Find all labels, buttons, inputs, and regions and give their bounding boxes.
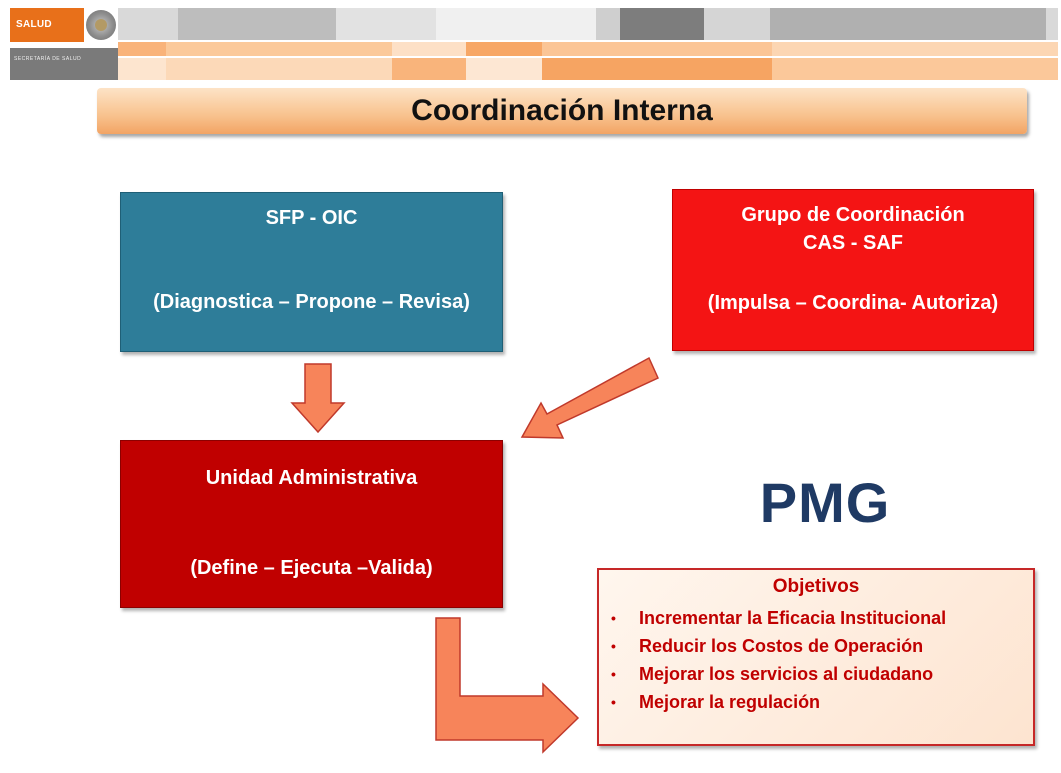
objetivo-text: Mejorar la regulación — [639, 692, 821, 712]
header-strip-orange — [392, 58, 466, 80]
header-strip-gray — [596, 8, 620, 40]
bullet-icon: • — [611, 694, 616, 710]
header-strip-orange — [542, 42, 772, 56]
objetivos-title: Objetivos — [772, 576, 860, 597]
header-strip-gray — [770, 8, 1046, 40]
unidad-administrativa-box: Unidad Administrativa (Define – Ejecuta … — [120, 440, 503, 608]
header-strip-orange — [466, 42, 542, 56]
unidad-administrativa-roles: (Define – Ejecuta –Valida) — [190, 557, 433, 579]
grupo-coordinacion-box: Grupo de Coordinación CAS - SAF (Impulsa… — [672, 189, 1034, 351]
secretaria-block: SECRETARÍA DE SALUD — [10, 48, 118, 80]
header-strip-orange — [392, 42, 466, 56]
list-item: • Reducir los Costos de Operación — [607, 632, 946, 660]
header-strip-orange — [118, 58, 166, 80]
arrow-elbow-icon — [435, 617, 580, 754]
list-item: • Incrementar la Eficacia Institucional — [607, 604, 946, 632]
objetivo-text: Reducir los Costos de Operación — [639, 636, 924, 656]
header-strip-gray — [704, 8, 770, 40]
list-item: • Mejorar la regulación — [607, 688, 946, 716]
grupo-coordinacion-subtitle: CAS - SAF — [803, 232, 903, 254]
header-strip-gray — [1046, 8, 1058, 40]
header-strip-gray — [336, 8, 436, 40]
grupo-coordinacion-roles: (Impulsa – Coordina- Autoriza) — [707, 292, 999, 314]
header-strip-orange — [466, 58, 542, 80]
secretaria-text: SECRETARÍA DE SALUD — [14, 56, 82, 62]
objetivo-text: Mejorar los servicios al ciudadano — [639, 664, 934, 684]
arrow-diagonal-icon — [520, 356, 659, 439]
header-strip-orange — [166, 58, 392, 80]
header-strip-orange — [542, 58, 772, 80]
sfp-oic-box: SFP - OIC (Diagnostica – Propone – Revis… — [120, 192, 503, 352]
header-strip-orange — [166, 42, 392, 56]
pmg-label: PMG — [759, 471, 891, 534]
objetivo-text: Incrementar la Eficacia Institucional — [639, 608, 947, 628]
header-banner: SALUD SECRETARÍA DE SALUD — [0, 0, 1061, 82]
objetivos-box: Objetivos • Incrementar la Eficacia Inst… — [597, 568, 1035, 746]
salud-logo: SALUD — [10, 8, 84, 42]
salud-logo-text: SALUD — [16, 19, 52, 30]
header-strip-gray — [178, 8, 336, 40]
header-strip-gray — [436, 8, 596, 40]
sfp-oic-title: SFP - OIC — [265, 207, 358, 229]
sfp-oic-roles: (Diagnostica – Propone – Revisa) — [153, 291, 470, 313]
header-strip-gray — [118, 8, 178, 40]
arrow-down-icon — [290, 363, 346, 434]
header-strip-orange — [118, 42, 166, 56]
bullet-icon: • — [611, 638, 616, 654]
bullet-icon: • — [611, 666, 616, 682]
national-seal-icon — [86, 10, 116, 40]
unidad-administrativa-title: Unidad Administrativa — [205, 467, 418, 489]
bullet-icon: • — [611, 610, 616, 626]
list-item: • Mejorar los servicios al ciudadano — [607, 660, 946, 688]
objetivos-list: • Incrementar la Eficacia Institucional … — [607, 604, 946, 716]
header-strip-gray — [620, 8, 704, 40]
page-title: Coordinación Interna — [97, 88, 1027, 134]
header-strip-orange — [772, 42, 1058, 56]
header-strip-orange — [772, 58, 1058, 80]
grupo-coordinacion-title: Grupo de Coordinación — [741, 204, 965, 226]
